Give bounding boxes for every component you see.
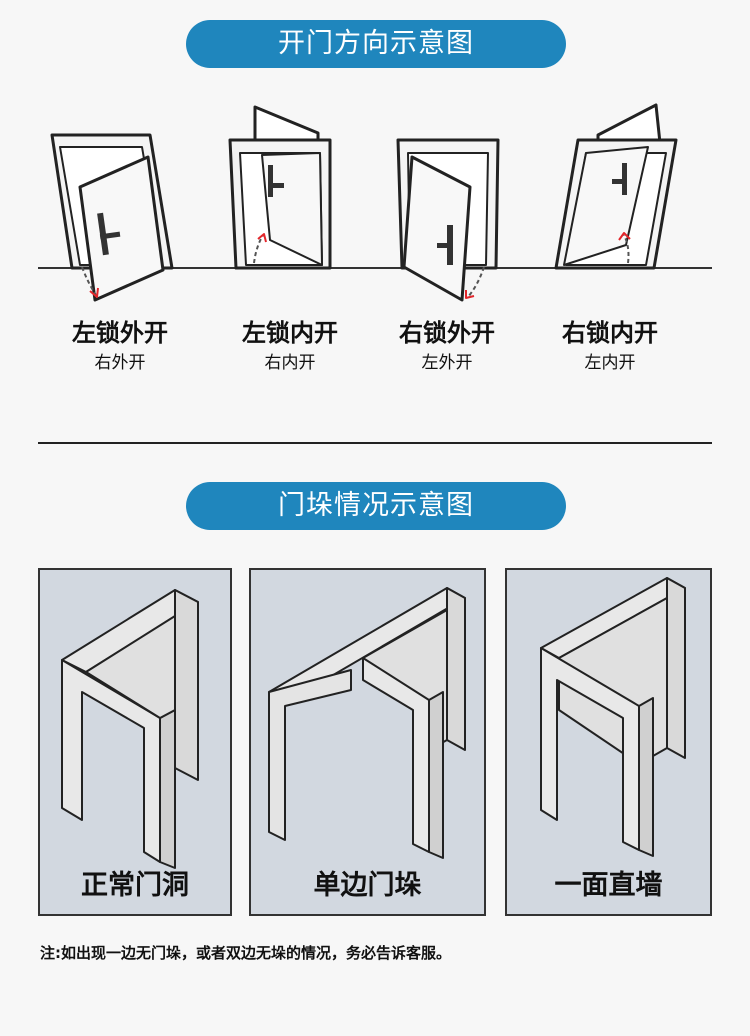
door-label-main: 右锁外开 bbox=[399, 319, 495, 347]
normal-opening-illustration bbox=[61, 589, 199, 869]
door-direction-illustrations bbox=[38, 103, 712, 302]
door-illustration-left-lock-in bbox=[228, 105, 332, 270]
door-label-sub: 右外开 bbox=[94, 353, 146, 373]
door-label-main: 左锁内开 bbox=[242, 319, 338, 347]
single-side-illustration bbox=[268, 587, 466, 859]
door-label-sub: 左外开 bbox=[421, 353, 473, 373]
frame-caption: 正常门洞 bbox=[81, 870, 189, 901]
frame-caption: 一面直墙 bbox=[554, 870, 663, 901]
door-label-left-lock-in: 左锁内开 右内开 bbox=[215, 318, 365, 376]
flat-wall-illustration bbox=[540, 577, 686, 857]
door-label-main: 左锁外开 bbox=[72, 319, 168, 347]
door-illustration-right-lock-out bbox=[396, 138, 500, 302]
frame-caption: 单边门垛 bbox=[313, 870, 422, 901]
section-divider bbox=[38, 442, 712, 444]
door-label-right-lock-out: 右锁外开 左外开 bbox=[372, 318, 522, 376]
frame-panel-flat-wall: 一面直墙 bbox=[505, 568, 712, 916]
door-illustration-left-lock-out bbox=[50, 133, 174, 302]
door-illustration-right-lock-in bbox=[554, 103, 678, 270]
frame-panel-normal: 正常门洞 bbox=[38, 568, 232, 916]
door-label-sub: 左内开 bbox=[584, 353, 636, 373]
footer-note: 注:如出现一边无门垛，或者双边无垛的情况，务必告诉客服。 bbox=[40, 944, 452, 962]
frame-panel-single-side: 单边门垛 bbox=[249, 568, 486, 916]
door-direction-title: 开门方向示意图 bbox=[186, 20, 566, 68]
door-label-right-lock-in: 右锁内开 左内开 bbox=[535, 318, 685, 376]
door-frame-title: 门垛情况示意图 bbox=[186, 482, 566, 530]
door-label-left-lock-out: 左锁外开 右外开 bbox=[45, 318, 195, 376]
door-label-main: 右锁内开 bbox=[562, 319, 658, 347]
door-label-sub: 右内开 bbox=[264, 353, 316, 373]
